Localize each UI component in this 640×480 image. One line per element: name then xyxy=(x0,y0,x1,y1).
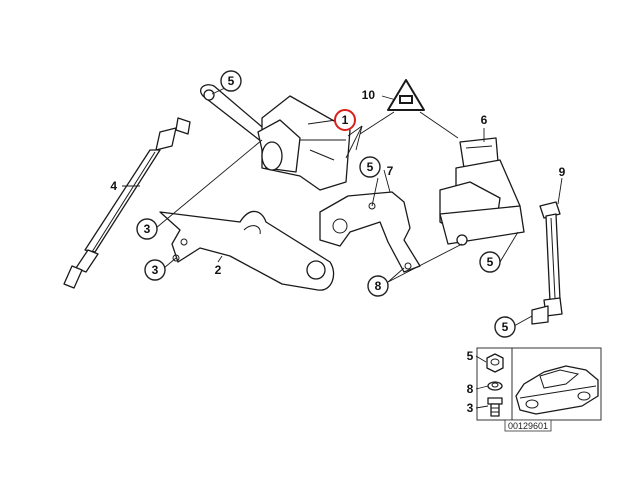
nut-icon xyxy=(486,353,504,373)
svg-text:3: 3 xyxy=(152,263,159,277)
label-part-6: 6 xyxy=(481,113,488,127)
svg-text:8: 8 xyxy=(375,279,382,293)
part-6-sensor xyxy=(439,137,525,246)
svg-text:5: 5 xyxy=(502,320,509,334)
part-9-link xyxy=(531,201,563,325)
leader-lines xyxy=(122,81,563,327)
inset-box: 5 8 3 xyxy=(467,347,602,421)
part-1-level-sensor xyxy=(200,84,351,191)
svg-text:5: 5 xyxy=(228,74,235,88)
warning-triangle-icon xyxy=(387,79,425,111)
washer-icon xyxy=(487,381,503,391)
callout-3-lower: 3 xyxy=(144,259,166,281)
inset-label-5: 5 xyxy=(467,349,474,363)
label-part-9: 9 xyxy=(559,165,566,179)
svg-text:3: 3 xyxy=(144,222,151,236)
car-silhouette-icon xyxy=(515,365,599,415)
callout-5-mid: 5 xyxy=(359,156,381,178)
label-part-10: 10 xyxy=(362,88,376,102)
part-7-bracket xyxy=(319,191,421,273)
callout-1-highlighted: 1 xyxy=(334,109,356,131)
callout-5-top: 5 xyxy=(220,70,242,92)
reference-number: 00129601 xyxy=(508,421,548,431)
svg-text:5: 5 xyxy=(367,160,374,174)
bolt-icon xyxy=(487,397,503,417)
inset-label-8: 8 xyxy=(467,382,474,396)
callout-5-bottom: 5 xyxy=(494,316,516,338)
label-part-4: 4 xyxy=(110,179,117,193)
part-4-rod xyxy=(63,117,191,289)
svg-text:1: 1 xyxy=(342,113,349,127)
callout-8: 8 xyxy=(367,275,389,297)
svg-text:5: 5 xyxy=(487,255,494,269)
inset-label-3: 3 xyxy=(467,401,474,415)
label-part-7: 7 xyxy=(387,164,394,178)
label-part-2: 2 xyxy=(215,263,222,277)
part-2-bracket xyxy=(159,210,335,291)
callout-5-right: 5 xyxy=(479,251,501,273)
callout-3-upper: 3 xyxy=(136,218,158,240)
reference-box xyxy=(504,419,552,432)
